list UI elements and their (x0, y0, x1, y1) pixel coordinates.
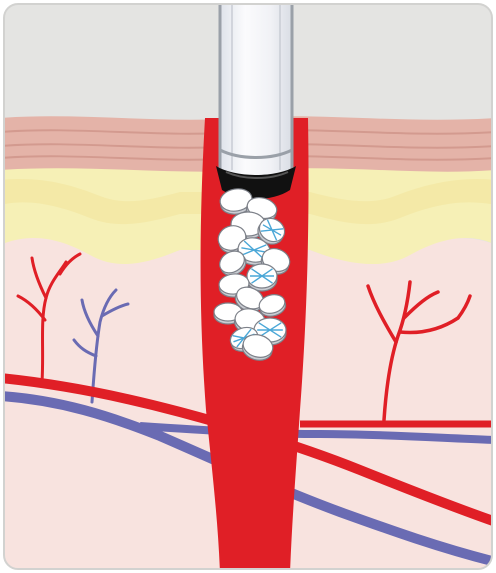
glass-tube (220, 0, 292, 176)
pellet-icon (247, 264, 277, 291)
